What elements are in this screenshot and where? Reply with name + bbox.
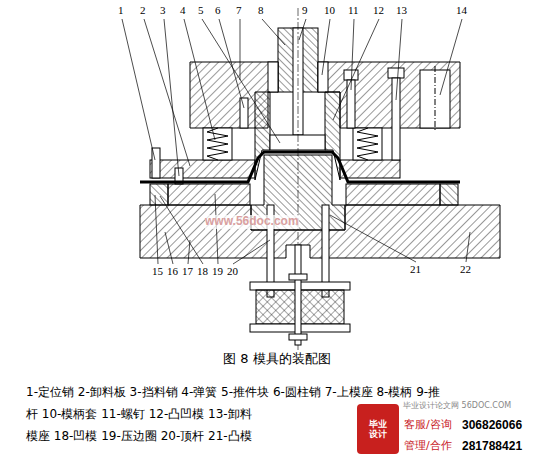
watermark-number: 281788421 xyxy=(462,440,522,454)
callout-number: 3 xyxy=(160,4,166,17)
callout-number: 8 xyxy=(258,4,264,17)
logo-box xyxy=(357,404,399,454)
callout-number: 15 xyxy=(152,265,163,278)
lower-die xyxy=(140,155,500,345)
callout-number: 7 xyxy=(236,4,242,17)
callout-number: 20 xyxy=(227,265,238,278)
parts-list-line: 模座 18-凹模 19-压边圈 20-顶杆 21-凸模 xyxy=(26,430,252,444)
watermark-contact: 客服/咨询 xyxy=(404,419,452,432)
callout-number: 19 xyxy=(212,265,223,278)
figure-caption: 图 8 模具的装配图 xyxy=(223,352,331,367)
parts-list-line: 杆 10-模柄套 11-螺钉 12-凸凹模 13-卸料 xyxy=(26,408,252,422)
callout-number: 21 xyxy=(410,263,421,276)
callout-number: 1 xyxy=(118,4,124,17)
callout-number: 13 xyxy=(396,4,407,17)
leader-lines xyxy=(122,19,470,264)
callout-number: 17 xyxy=(182,265,193,278)
watermark-number: 306826066 xyxy=(462,419,522,433)
watermark: 毕业设计论文网 56DOC.COM xyxy=(403,401,511,410)
callout-number: 14 xyxy=(456,4,467,17)
callout-number: 11 xyxy=(348,4,359,17)
callout-number: 6 xyxy=(215,4,221,17)
watermark: www.56doc.com xyxy=(205,215,299,229)
callout-number: 12 xyxy=(373,4,384,17)
callout-number: 2 xyxy=(140,4,146,17)
callout-number: 9 xyxy=(302,4,308,17)
watermark-logo: 毕业设计 xyxy=(368,419,388,440)
callout-number: 4 xyxy=(180,4,186,17)
callout-number: 18 xyxy=(197,265,208,278)
callout-number: 22 xyxy=(460,263,471,276)
callout-number: 16 xyxy=(167,265,178,278)
callout-number: 10 xyxy=(324,4,335,17)
parts-list-line: 1-定位销 2-卸料板 3-挡料销 4-弹簧 5-推件块 6-圆柱销 7-上模座… xyxy=(26,386,440,400)
die-body xyxy=(150,8,460,350)
watermark-contact: 管理/合作 xyxy=(404,440,452,453)
callout-number: 5 xyxy=(198,4,204,17)
